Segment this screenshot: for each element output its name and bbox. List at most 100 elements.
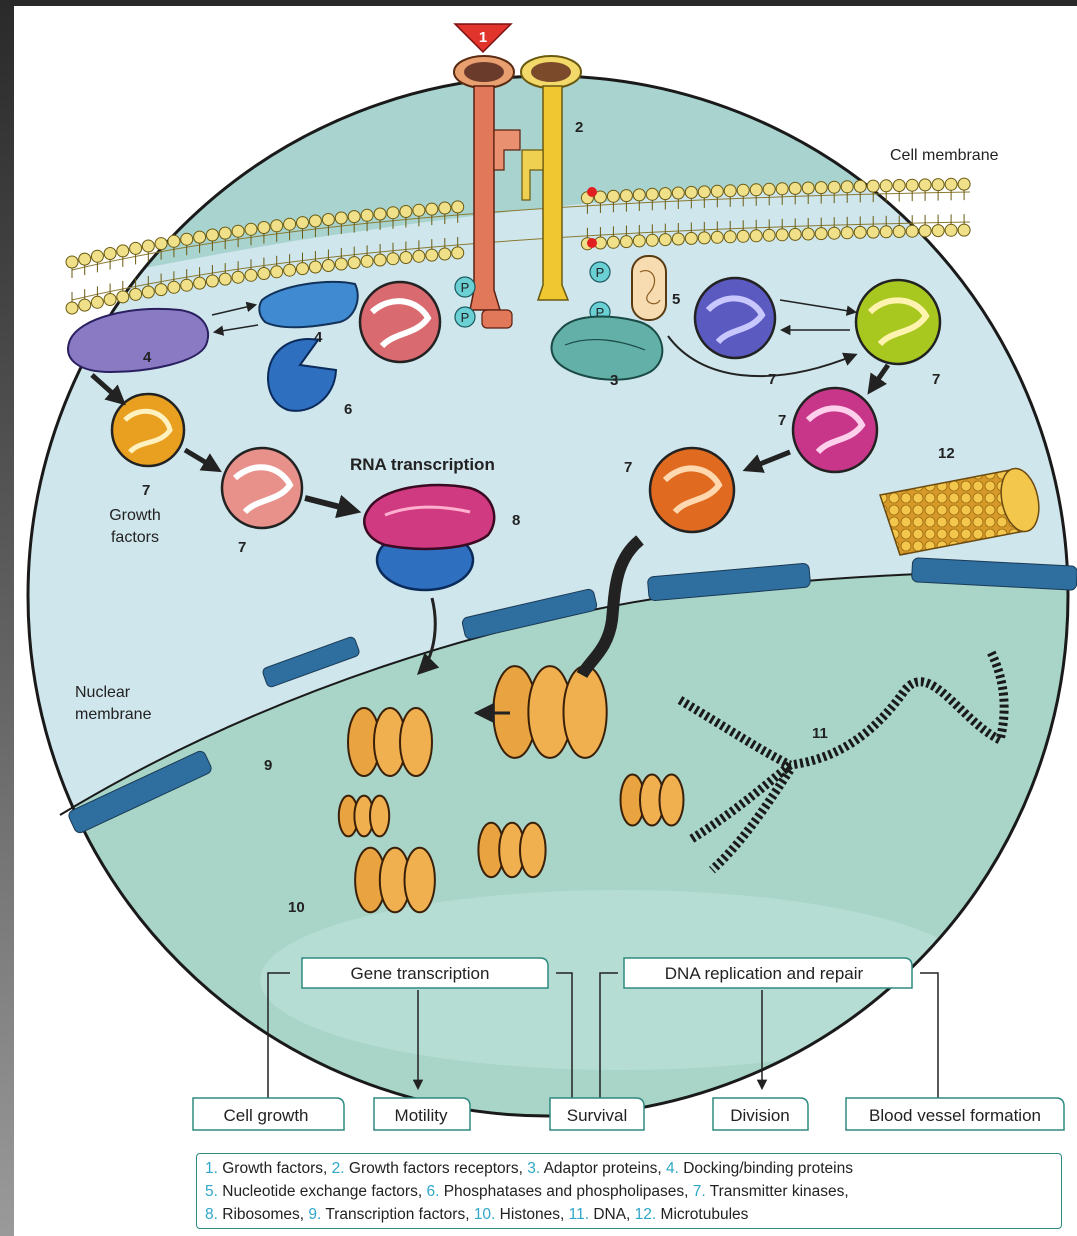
- lipid-head: [789, 228, 801, 240]
- nuclear-membrane-label-1: Nuclear: [75, 684, 131, 701]
- lipid-head: [79, 253, 91, 265]
- lipid-head: [867, 180, 879, 192]
- num-10: 10: [288, 899, 305, 916]
- lipid-head: [620, 190, 632, 202]
- lipid-head: [452, 201, 464, 213]
- lipid-head: [763, 229, 775, 241]
- lipid-head: [142, 286, 154, 298]
- nucleosome: [355, 848, 435, 913]
- legend: 1. Growth factors, 2. Growth factors rec…: [196, 1153, 1062, 1229]
- num-12: 12: [938, 445, 955, 462]
- lipid-head: [361, 209, 373, 221]
- legend-text: Growth factors,: [218, 1160, 332, 1177]
- histone-disc: [660, 775, 684, 826]
- lipid-head: [711, 231, 723, 243]
- nucleosome: [621, 775, 684, 826]
- lipid-head: [130, 288, 142, 300]
- legend-num: 7.: [693, 1183, 706, 1200]
- legend-line-3: 8. Ribosomes, 9. Transcription factors, …: [205, 1203, 1053, 1226]
- kinase-blue: [695, 278, 775, 358]
- outcome-cell-growth: Cell growth: [223, 1106, 308, 1125]
- lipid-head: [284, 218, 296, 230]
- legend-num: 10.: [474, 1206, 496, 1223]
- lipid-head: [245, 223, 257, 235]
- legend-line-2: 5. Nucleotide exchange factors, 6. Phosp…: [205, 1180, 1053, 1203]
- gene-transcription-label: Gene transcription: [351, 964, 490, 983]
- legend-num: 1.: [205, 1160, 218, 1177]
- lipid-head: [906, 225, 918, 237]
- lipid-head: [646, 234, 658, 246]
- lipid-head: [828, 181, 840, 193]
- outcome-blood-vessel-formation: Blood vessel formation: [869, 1106, 1041, 1125]
- svg-text:P: P: [461, 310, 470, 325]
- histone-disc: [370, 796, 389, 837]
- lipid-head: [439, 202, 451, 214]
- lipid-head: [620, 236, 632, 248]
- lipid-head: [181, 233, 193, 245]
- lipid-head: [893, 226, 905, 238]
- rna-transcription-label: RNA transcription: [350, 455, 495, 474]
- lipid-head: [958, 224, 970, 236]
- lipid-head: [181, 279, 193, 291]
- lipid-head: [802, 228, 814, 240]
- legend-text: Growth factors receptors,: [345, 1160, 528, 1177]
- histone-disc: [400, 708, 432, 776]
- svg-text:P: P: [596, 265, 605, 280]
- lipid-head: [880, 226, 892, 238]
- kinase-membrane-pink: [360, 282, 440, 362]
- lipid-head: [219, 273, 231, 285]
- lipid-head: [66, 302, 78, 314]
- legend-text: Nucleotide exchange factors,: [218, 1183, 427, 1200]
- histone-disc: [564, 666, 607, 758]
- lipid-head: [841, 181, 853, 193]
- lipid-head: [232, 225, 244, 237]
- legend-line-1: 1. Growth factors, 2. Growth factors rec…: [205, 1157, 1053, 1180]
- lipid-head: [893, 180, 905, 192]
- lipid-head: [426, 249, 438, 261]
- lipid-head: [168, 235, 180, 247]
- lipid-head: [309, 215, 321, 227]
- outcome-division: Division: [730, 1106, 790, 1125]
- lipid-head: [880, 180, 892, 192]
- lipid-head: [219, 227, 231, 239]
- legend-num: 11.: [569, 1206, 589, 1223]
- lipid-head: [945, 178, 957, 190]
- lipid-head: [672, 233, 684, 245]
- lipid-head: [452, 247, 464, 259]
- num-1: 1: [479, 29, 487, 46]
- lipid-head: [646, 188, 658, 200]
- kinase-green: [856, 280, 940, 364]
- legend-num: 3.: [527, 1160, 540, 1177]
- kinase-growth-factor: [112, 394, 184, 466]
- lipid-head: [104, 248, 116, 260]
- lipid-head: [919, 225, 931, 237]
- lipid-head: [335, 212, 347, 224]
- lipid-head: [633, 235, 645, 247]
- legend-num: 8.: [205, 1206, 218, 1223]
- growth-factor-ligand: 1: [455, 24, 511, 52]
- lipid-head: [607, 190, 619, 202]
- num-7-magenta: 7: [778, 412, 786, 429]
- lipid-head: [776, 183, 788, 195]
- lipid-head: [815, 228, 827, 240]
- lipid-head: [117, 245, 129, 257]
- lipid-head: [919, 179, 931, 191]
- num-7-green: 7: [932, 371, 940, 388]
- legend-text: Docking/binding proteins: [679, 1160, 853, 1177]
- lipid-head: [802, 182, 814, 194]
- histone-disc: [405, 848, 435, 913]
- cell-membrane-label: Cell membrane: [890, 147, 999, 164]
- lipid-head: [776, 229, 788, 241]
- legend-text: Microtubules: [656, 1206, 748, 1223]
- outcome-boxes: Cell growth Motility Survival Division B…: [193, 1098, 1064, 1130]
- num-4a: 4: [143, 349, 152, 366]
- lipid-head: [828, 227, 840, 239]
- lipid-head: [724, 185, 736, 197]
- lipid-head: [607, 236, 619, 248]
- lipid-head: [711, 185, 723, 197]
- lipid-head: [400, 252, 412, 264]
- num-9: 9: [264, 757, 272, 774]
- kinase-orange: [650, 448, 734, 532]
- legend-text: Phosphatases and phospholipases,: [439, 1183, 692, 1200]
- num-2: 2: [575, 119, 583, 136]
